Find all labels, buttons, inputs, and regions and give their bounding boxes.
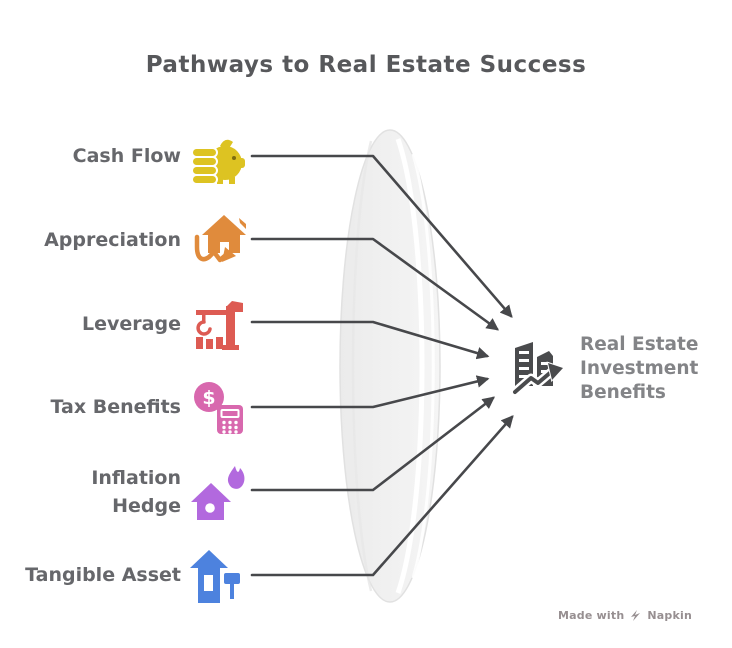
result-label: Real Estate Investment Benefits [580, 334, 699, 403]
lens-shape [339, 129, 441, 603]
connector-line [250, 237, 500, 331]
connector-line [250, 415, 514, 577]
connector-line [250, 396, 495, 492]
house-flame-icon [190, 465, 246, 521]
dollar-calculator-icon: $ [190, 380, 246, 436]
credit-text: Made with [558, 609, 625, 622]
page-title: Pathways to Real Estate Success [145, 52, 587, 78]
napkin-logo-icon [631, 610, 641, 621]
connector-line [250, 154, 513, 318]
svg-text:$: $ [202, 387, 215, 409]
construction-crane-icon [190, 297, 246, 353]
pathway-row: Cash Flow [0, 129, 246, 185]
pathway-label: Tangible Asset [25, 564, 181, 587]
house-growth-arrow-icon [190, 213, 246, 269]
credit-brand: Napkin [647, 609, 692, 622]
pathway-label: Leverage [82, 313, 181, 336]
pathway-row: Inflation Hedge [0, 465, 246, 521]
pathway-row: Leverage [0, 297, 246, 353]
house-sign-icon [190, 548, 246, 604]
pathway-label: Inflation Hedge [91, 467, 181, 517]
pathway-row: Tax Benefits $ [0, 380, 246, 436]
pathway-label: Appreciation [44, 229, 181, 252]
connector-line [250, 375, 490, 409]
connector-line [250, 320, 490, 360]
pathway-label: Tax Benefits [50, 396, 181, 419]
napkin-credit-link[interactable]: Made with Napkin [558, 609, 692, 622]
piggy-bank-coins-icon [190, 129, 246, 185]
pathway-label: Cash Flow [72, 145, 181, 168]
pathway-row: Tangible Asset [0, 548, 246, 604]
city-buildings-growth-icon [505, 336, 573, 396]
pathway-row: Appreciation [0, 213, 246, 269]
